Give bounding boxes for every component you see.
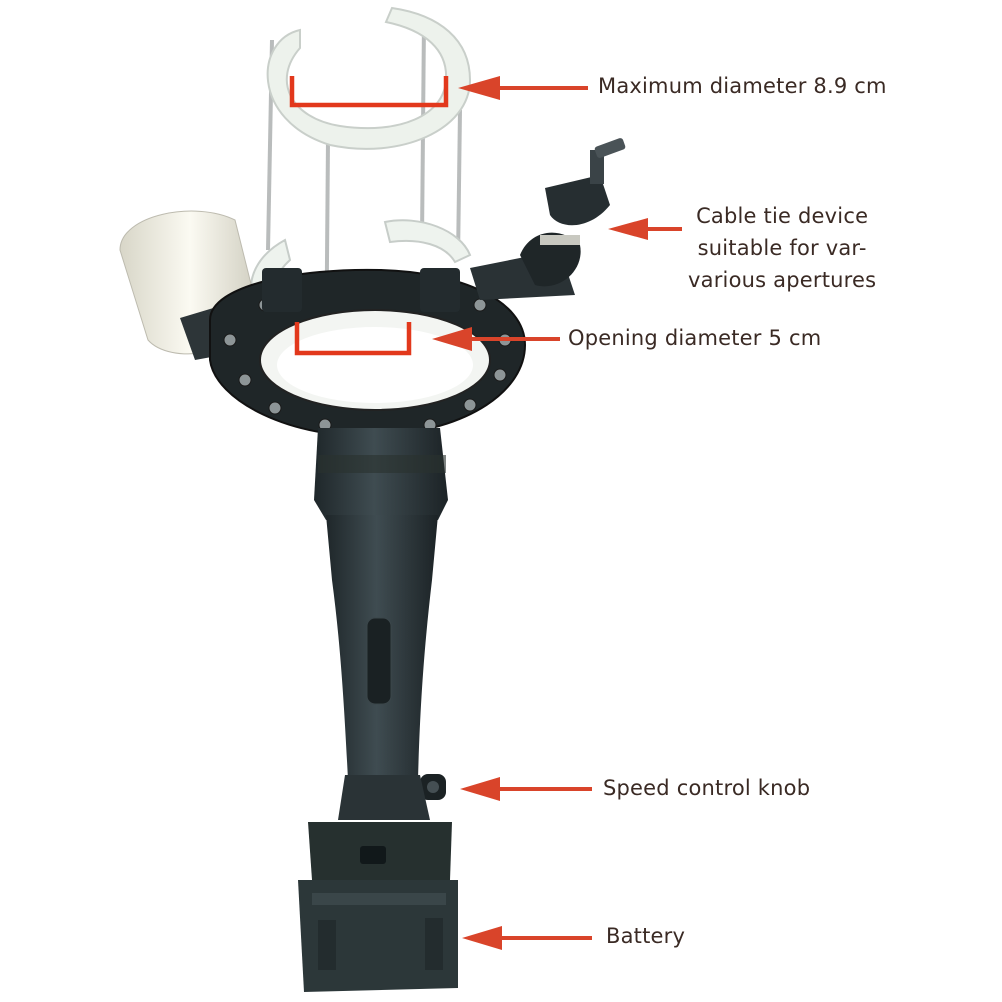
arrow-cable-tie xyxy=(608,218,682,240)
opening-diameter-bracket xyxy=(294,322,412,356)
opening-diameter-label: Opening diameter 5 cm xyxy=(568,326,822,350)
cable-tie-label-line-2: suitable for var- xyxy=(697,236,867,260)
max-diameter-bracket xyxy=(289,76,449,108)
gearbox-housing xyxy=(314,428,448,520)
arrow-speed-control xyxy=(460,777,592,801)
speed-control-label: Speed control knob xyxy=(603,776,811,800)
handle xyxy=(326,515,438,780)
arrow-max-diameter xyxy=(458,76,588,100)
cable-tie-label-line-3: various apertures xyxy=(688,268,877,292)
battery-pack xyxy=(298,775,458,992)
arrow-opening-diameter xyxy=(432,327,560,351)
battery-label: Battery xyxy=(606,924,686,948)
cable-tie-label-line-1: Cable tie device xyxy=(696,204,869,228)
speed-control-knob xyxy=(420,774,446,800)
cable-tie-label: Cable tie device suitable for var- vario… xyxy=(688,200,876,296)
cable-tie-device xyxy=(470,138,626,300)
arrow-battery xyxy=(462,926,592,950)
max-diameter-label: Maximum diameter 8.9 cm xyxy=(598,74,887,98)
